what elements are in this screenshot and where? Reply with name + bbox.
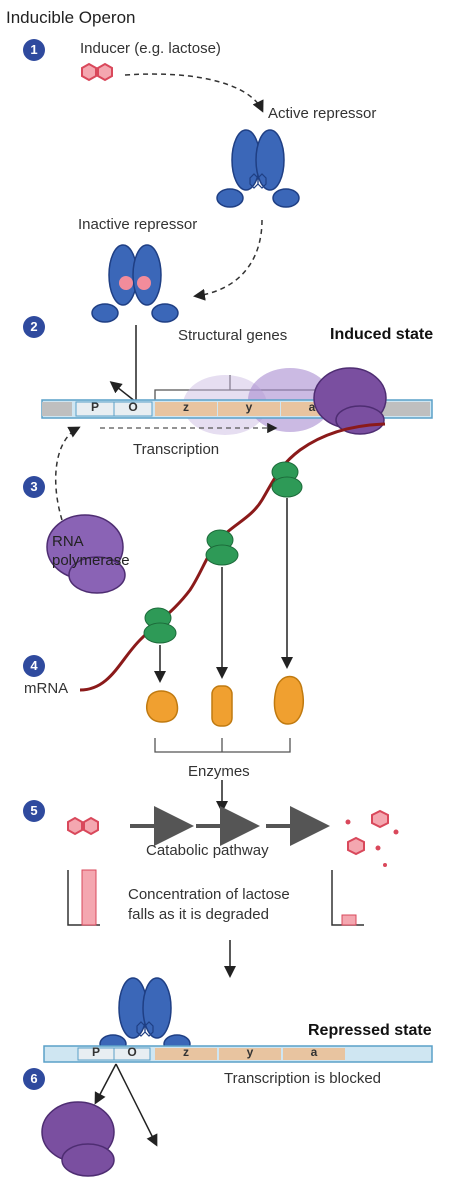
ribosome-icon-1	[143, 607, 177, 644]
active-repressor-label: Active repressor	[268, 105, 377, 122]
blocked-line-left	[94, 1063, 117, 1105]
dna-induced-gene-y: y	[245, 400, 253, 414]
step-badge-4: 4	[23, 655, 45, 677]
structural-genes-label: Structural genes	[178, 327, 288, 344]
inactive-repressor-icon	[91, 244, 179, 323]
concentration-label-line1: Concentration of lactose	[128, 886, 290, 903]
dna-repressed	[43, 1045, 433, 1063]
concentration-label-line2: falls as it is degraded	[128, 906, 269, 923]
step-badge-3: 3	[23, 476, 45, 498]
repressor-bound-icon	[99, 977, 191, 1054]
mrna-label: mRNA	[24, 680, 69, 697]
dna-induced-promoter: P	[90, 400, 99, 414]
enzyme-icon-3	[273, 675, 304, 725]
ribosome-icon-3	[271, 461, 303, 498]
dna-repressed-promoter: P	[91, 1045, 100, 1059]
step-badge-1: 1	[23, 39, 45, 61]
induced-state-label: Induced state	[330, 326, 434, 343]
diagram-title: Inducible Operon	[6, 8, 136, 27]
active-repressor-icon	[216, 129, 300, 208]
step-badge-5: 5	[23, 800, 45, 822]
rna-polymerase-icon	[46, 514, 126, 594]
inducer-label: Inducer (e.g. lactose)	[80, 40, 221, 57]
dna-repressed-gene-a: a	[310, 1045, 318, 1059]
lactose-low-bar	[331, 870, 364, 926]
dna-repressed-operator: O	[127, 1045, 137, 1059]
polymerase-binding-arrow	[54, 426, 81, 521]
blocked-line-right	[115, 1063, 158, 1147]
repressor-release-arrow	[109, 381, 137, 403]
dna-induced-gene-a: a	[308, 400, 316, 414]
rna-polymerase-label-line1: RNA	[52, 533, 84, 550]
inducer-molecule-icon	[81, 62, 113, 82]
polymerase-blocked-icon	[41, 1101, 115, 1177]
inactive-repressor-label: Inactive repressor	[78, 216, 198, 233]
lactose-high-bar	[67, 869, 100, 926]
dna-induced-gene-z: z	[183, 400, 189, 414]
transcription-label: Transcription	[133, 441, 220, 458]
ribosome-icon-2	[205, 529, 239, 566]
catabolic-pathway-label: Catabolic pathway	[146, 842, 269, 859]
enzyme-icon-1	[146, 690, 179, 723]
degraded-products-icon	[345, 809, 399, 867]
polymerase-on-dna-icon	[313, 367, 387, 435]
dna-induced	[41, 399, 433, 419]
enzymes-label: Enzymes	[188, 763, 250, 780]
repressed-state-label: Repressed state	[308, 1022, 432, 1039]
active-to-inactive-arrow	[193, 219, 263, 301]
dna-repressed-gene-y: y	[246, 1045, 254, 1059]
dna-induced-operator: O	[128, 400, 138, 414]
enzyme-icon-2	[211, 685, 233, 727]
transcription-blocked-label: Transcription is blocked	[224, 1070, 382, 1087]
step-badge-2: 2	[23, 316, 45, 338]
lactose-molecule-icon	[67, 816, 99, 836]
step-badge-6: 6	[23, 1068, 45, 1090]
inducer-to-repressor-arrow	[124, 73, 264, 113]
dna-repressed-gene-z: z	[183, 1045, 189, 1059]
rna-polymerase-label-line2: polymerase	[52, 552, 130, 569]
